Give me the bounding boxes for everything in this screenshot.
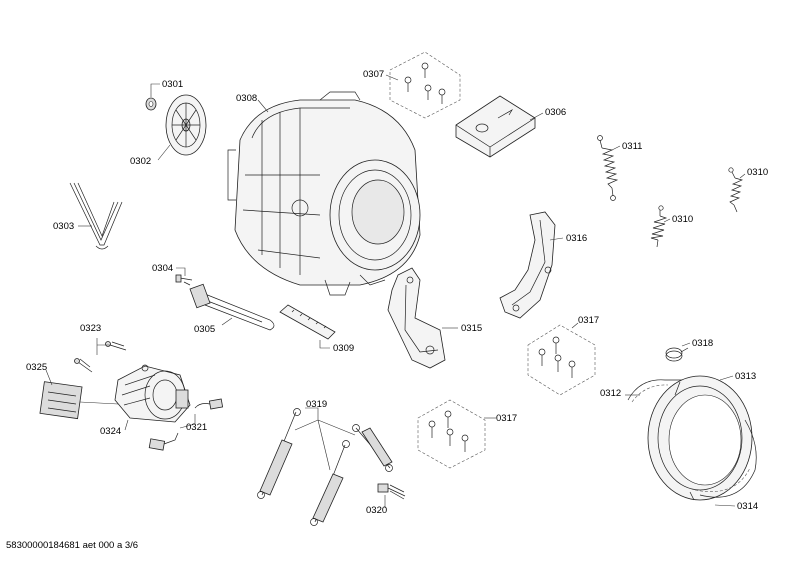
- part-0301-nut: [145, 97, 157, 111]
- part-0307-screw-kit: [389, 51, 461, 119]
- label-0302: 0302: [130, 156, 151, 167]
- label-0325: 0325: [26, 362, 47, 373]
- part-0324-motor: [114, 364, 191, 423]
- label-0318: 0318: [692, 338, 713, 349]
- label-0308: 0308: [236, 93, 257, 104]
- part-0319-damper-a: [257, 408, 301, 499]
- part-0316-bracket: [499, 211, 556, 319]
- part-0309-strip: [279, 304, 336, 340]
- label-0316: 0316: [566, 233, 587, 244]
- part-0312-bellow: [627, 379, 710, 403]
- label-0324: 0324: [100, 426, 121, 437]
- label-0306: 0306: [545, 107, 566, 118]
- part-0323-screws: [74, 341, 127, 373]
- label-0321: 0321: [186, 422, 207, 433]
- part-0313-door-seal: [647, 375, 753, 501]
- label-0307: 0307: [363, 69, 384, 80]
- label-0323: 0323: [80, 323, 101, 334]
- label-0313: 0313: [735, 371, 756, 382]
- part-0319-damper-c: [352, 424, 393, 472]
- label-0314: 0314: [737, 501, 758, 512]
- part-0311-spring: [597, 135, 619, 201]
- label-0305: 0305: [194, 324, 215, 335]
- part-0319-damper-b: [310, 440, 350, 526]
- part-0325-connector: [39, 381, 119, 420]
- part-0303-belt: [69, 182, 123, 250]
- label-0303: 0303: [53, 221, 74, 232]
- label-0320: 0320: [366, 505, 387, 516]
- part-0304-screw: [175, 274, 193, 286]
- part-0315-bracket: [387, 267, 446, 369]
- label-0315: 0315: [461, 323, 482, 334]
- label-0319: 0319: [306, 399, 327, 410]
- part-0305-heater: [189, 283, 275, 331]
- part-0310-spring-b: [650, 205, 668, 248]
- part-0318-clamp: [665, 347, 689, 362]
- label-0311: 0311: [622, 141, 642, 152]
- part-0317-screw-kit-a: [527, 324, 596, 396]
- label-0312: 0312: [600, 388, 621, 399]
- label-0317-a: 0317: [578, 315, 599, 326]
- label-0310-a: 0310: [747, 167, 768, 178]
- label-0309: 0309: [333, 343, 354, 354]
- part-0314-ring: [694, 419, 757, 498]
- part-0320-bolt: [377, 483, 406, 500]
- label-0304: 0304: [152, 263, 173, 274]
- part-0317-screw-kit-b: [417, 399, 486, 469]
- label-0301: 0301: [162, 79, 183, 90]
- drawing-reference-footer: 58300000184681 aet 000 a 3/6: [6, 540, 139, 551]
- part-0306-cover: [455, 95, 536, 158]
- part-0321-plugs: [148, 398, 224, 451]
- part-0308-tub: [227, 91, 421, 296]
- part-0302-pulley: [165, 94, 207, 156]
- part-0310-spring-a: [728, 167, 744, 213]
- label-0310-b: 0310: [672, 214, 693, 225]
- label-0317-b: 0317: [496, 413, 517, 424]
